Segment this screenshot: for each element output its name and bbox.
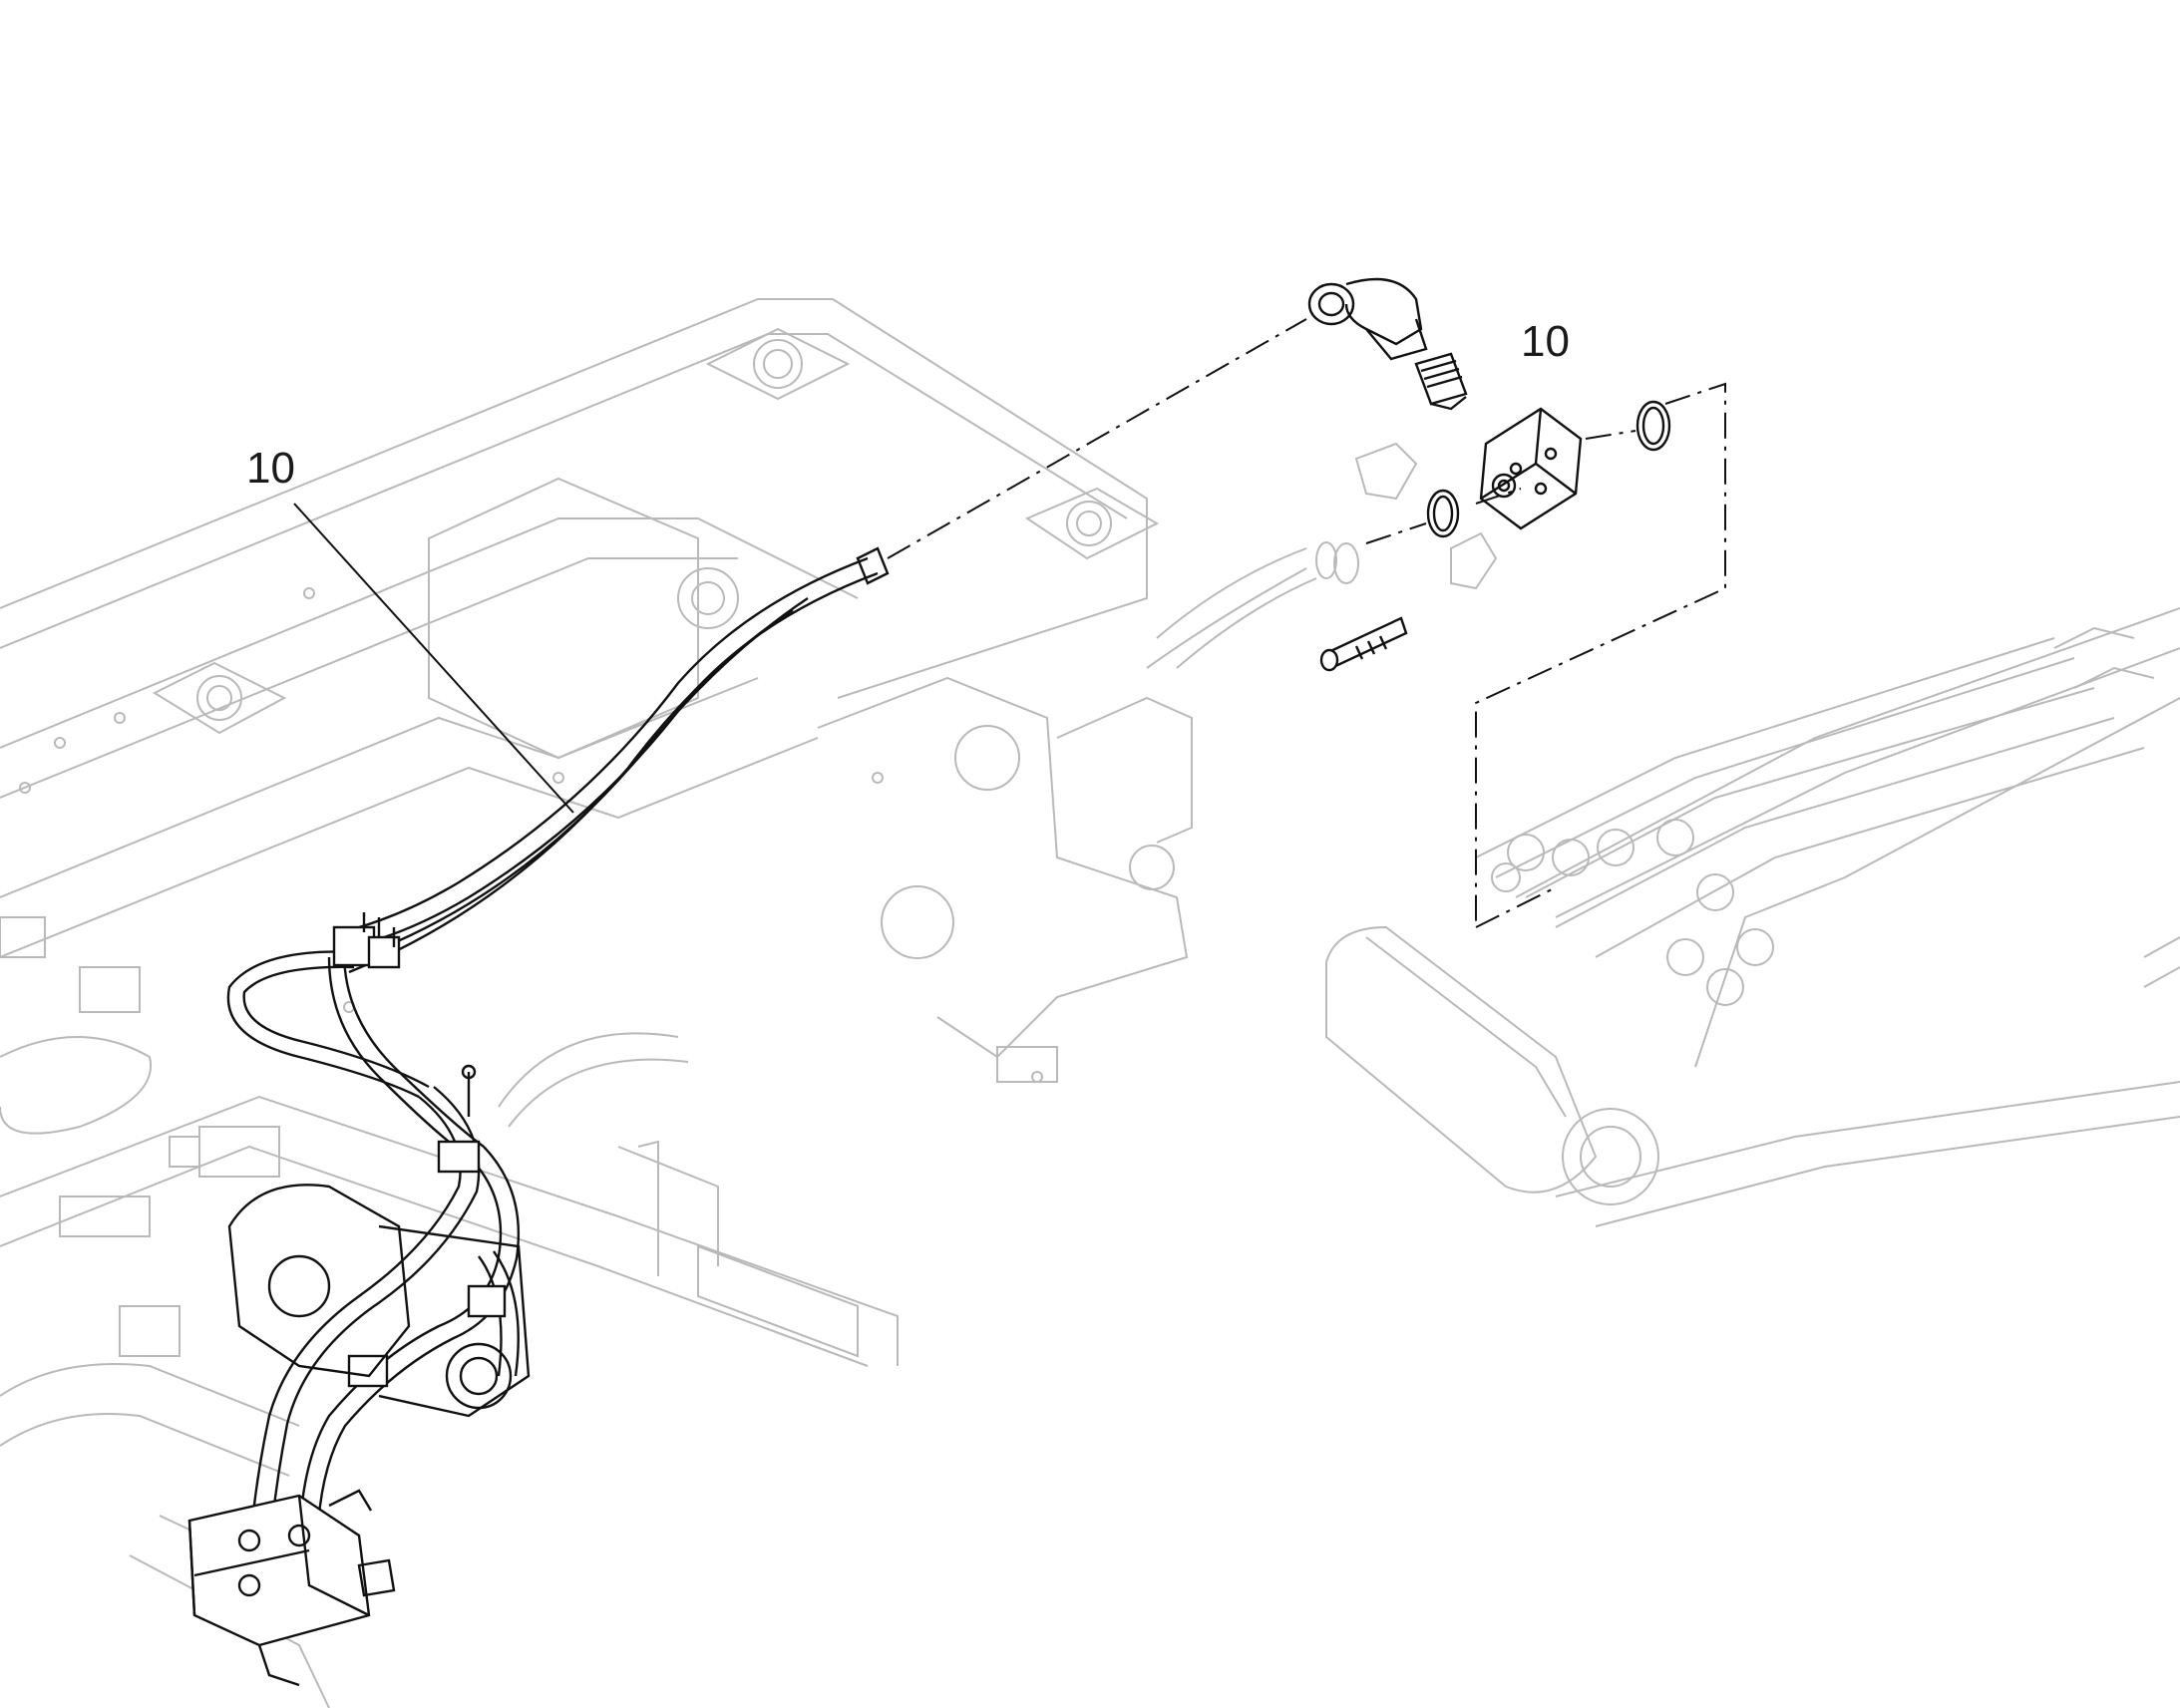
callout-number: 10 [1521,317,1570,366]
guide-lines [887,318,1726,928]
chassis-frame [0,298,1193,1708]
hydraulic-hose [187,546,890,1687]
callout-leaders [293,503,574,814]
hose-segment [1146,442,1498,669]
fitting-parts [1307,277,1671,672]
callout-number: 10 [246,444,295,493]
boom-assembly [1156,547,2180,1227]
